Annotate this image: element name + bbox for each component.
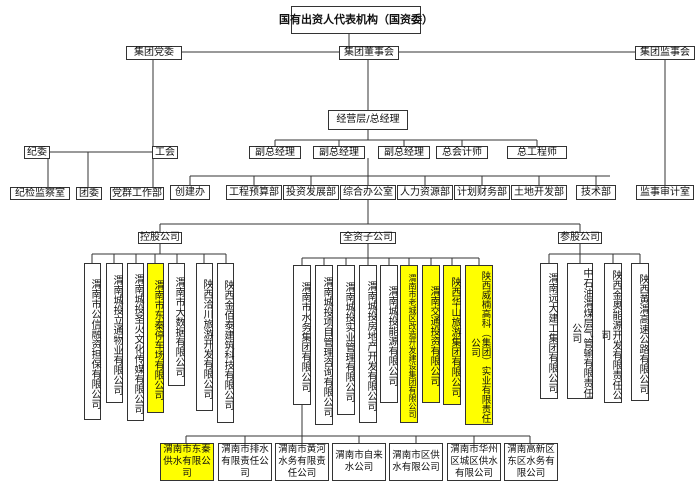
participating-company-1: 渭南远大建工集团有限公司 [540,263,558,399]
dept-technology: 技术部 [576,185,616,200]
wholly-company-7: 渭南交通投资有限公司 [422,265,440,403]
holding-company-4: 渭南市东秦停车场有限公司 [147,263,164,413]
water-sub-2: 渭南市排水有限责任公司 [218,443,272,481]
dept-hr: 人力资源部 [397,185,453,200]
discipline-committee-box: 纪委 [24,146,50,159]
water-sub-4: 渭南市自来水公司 [332,443,386,481]
party-committee-box: 集团党委 [126,46,182,60]
supervisors-box: 集团监事会 [635,46,695,60]
title-box: 国有出资人代表机构（国资委） [279,6,433,34]
water-sub-7: 渭南高新区东区水务有限公司 [504,443,558,481]
dept-budget: 工程预算部 [226,185,282,200]
holding-company-7: 陕西金佰泰建筑科技有限公司 [217,263,234,423]
dept-finance: 计划财务部 [454,185,510,200]
inspection-office-box: 纪检监察室 [10,187,70,200]
party-work-dept-box: 党群工作部 [110,187,164,200]
wholly-company-2: 渭南城投项目管理咨询有限公司 [315,265,333,425]
union-box: 工会 [152,146,178,159]
wholly-company-3: 渭南城投实业管理有限公司 [337,265,355,415]
participating-label: 参股公司 [558,232,602,244]
deputy-gm-3: 副总经理 [378,146,430,159]
dept-land: 土地开发部 [511,185,567,200]
dept-investment: 投资发展部 [283,185,339,200]
board-box: 集团董事会 [339,46,399,60]
management-box: 经营层/总经理 [328,110,408,130]
water-sub-5: 渭南市区供水有限公司 [389,443,443,481]
deputy-gm-1: 副总经理 [249,146,301,159]
water-sub-3: 渭南市黄河水务有限责任公司 [275,443,329,481]
holding-company-6: 陕西洽川旅游开发有限公司 [196,263,213,411]
holding-companies-label: 控股公司 [138,232,182,244]
youth-league-box: 团委 [76,187,102,200]
wholly-company-9: 陕西威楠高科（集团）实业有限责任公司 [465,265,493,425]
dept-creation-office: 创建办 [170,185,210,200]
audit-office-box: 监事审计室 [636,185,694,200]
deputy-gm-2: 副总经理 [313,146,365,159]
wholly-company-6: 渭南市老城区改造开发建设集团有限公司 [400,265,418,423]
water-sub-6: 渭南市华州区城区供水有限公司 [447,443,501,481]
wholly-company-4: 渭南城投房地产开发有限公司 [359,265,377,423]
participating-company-3: 陕西金奥能源开发有限责任公司 [599,263,622,403]
holding-company-1: 渭南市公信融资担保有限公司 [84,263,101,420]
wholly-company-9-text: 陕西威楠高科（集团）实业有限责任公司 [469,271,491,423]
wholly-company-8: 陕西华山旅游集团有限公司 [443,265,461,405]
water-sub-1: 渭南市东秦供水有限公司 [160,443,214,481]
wholly-company-1: 渭南市水务集团有限公司 [293,265,311,405]
holding-company-2: 渭南城投立通物业有限公司 [106,263,123,403]
chief-engineer: 总工程师 [507,146,567,159]
holding-company-5: 渭南市大数据有限公司 [168,263,185,386]
chief-accountant: 总会计师 [436,146,488,159]
wholly-owned-label: 全资子公司 [340,232,396,244]
participating-company-4: 陕西黄渭高速公路有限公司 [631,263,649,401]
dept-general-office: 综合办公室 [340,185,396,200]
holding-company-3: 渭南城投圣火文化传媒有限公司 [127,263,144,421]
wholly-company-5: 渭南城投能源有限公司 [380,265,398,403]
participating-company-2: 中石油渭煤层气管输有限责任公司 [567,263,593,399]
